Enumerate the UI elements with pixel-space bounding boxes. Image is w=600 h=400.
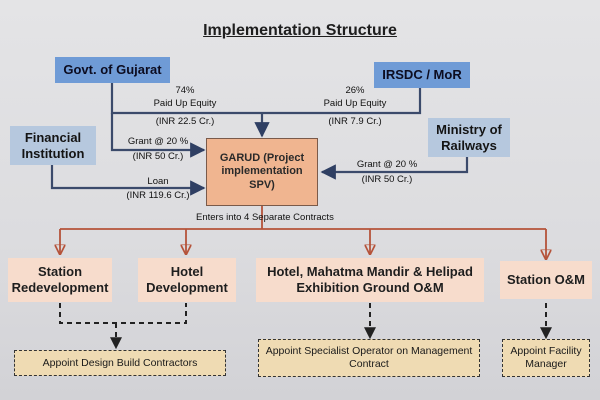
node-appoint-specialist-operator: Appoint Specialist Operator on Managemen… — [258, 339, 480, 377]
node-station-om: Station O&M — [500, 261, 592, 299]
label-loan-amount: (INR 119.6 Cr.) — [126, 190, 190, 201]
label-loan: Loan — [147, 176, 169, 187]
gujarat-equity-line — [110, 82, 422, 115]
label-irsdc-equity: Paid Up Equity — [323, 98, 387, 109]
node-station-redevelopment: Station Redevelopment — [8, 258, 112, 302]
node-financial-institution: Financial Institution — [10, 126, 96, 165]
node-irsdc-mor: IRSDC / MoR — [374, 62, 470, 88]
label-gujarat-pct: 74% — [175, 85, 195, 96]
label-gujarat-equity: Paid Up Equity — [153, 98, 217, 109]
node-hotel-mandir-helipad: Hotel, Mahatma Mandir & Helipad Exhibiti… — [256, 258, 484, 302]
label-grant-right-amount: (INR 50 Cr.) — [361, 174, 413, 185]
label-grant-left: Grant @ 20 % — [127, 136, 189, 147]
node-hotel-development: Hotel Development — [138, 258, 236, 302]
loan-connector — [50, 165, 206, 196]
node-appoint-facility-manager: Appoint Facility Manager — [502, 339, 590, 377]
contracts-connectors — [60, 206, 546, 259]
label-irsdc-pct: 26% — [345, 85, 365, 96]
diagram-title: Implementation Structure — [203, 22, 397, 39]
label-grant-right: Grant @ 20 % — [356, 159, 418, 170]
equity-connectors — [110, 82, 422, 138]
label-irsdc-amount: (INR 7.9 Cr.) — [328, 116, 382, 127]
label-contracts: Enters into 4 Separate Contracts — [196, 212, 334, 223]
node-garud-spv: GARUD (Project implementation SPV) — [206, 138, 318, 206]
appointment-connectors — [59, 303, 552, 350]
grant-left-connector — [110, 113, 206, 158]
node-ministry-railways: Ministry of Railways — [428, 118, 510, 157]
label-gujarat-amount: (INR 22.5 Cr.) — [155, 116, 215, 127]
node-appoint-design-build: Appoint Design Build Contractors — [14, 350, 226, 376]
grant-right-connector — [320, 157, 469, 180]
node-govt-gujarat: Govt. of Gujarat — [55, 57, 170, 83]
label-grant-left-amount: (INR 50 Cr.) — [132, 151, 184, 162]
